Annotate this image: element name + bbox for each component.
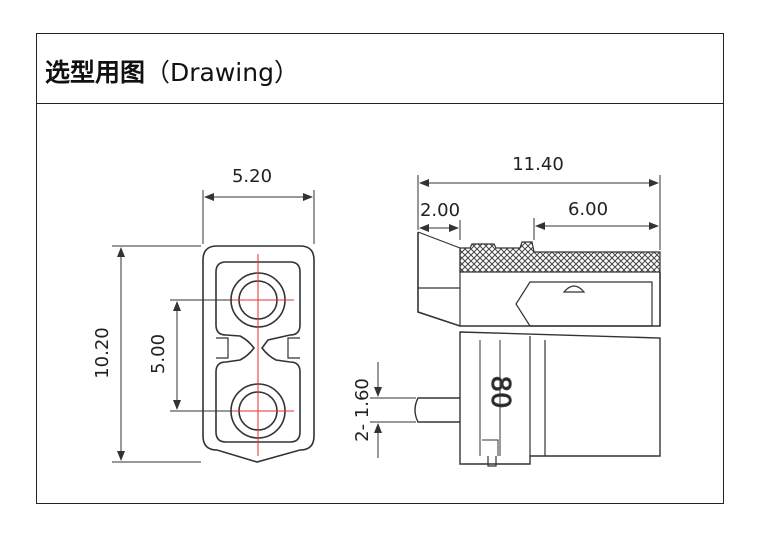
sleeve-dim: 6.00	[568, 199, 608, 220]
side-pin	[414, 397, 460, 423]
pin-pitch-dim: 5.00	[148, 334, 169, 374]
side-length-dim: 11.40	[512, 154, 564, 175]
title-english: （Drawing）	[145, 58, 299, 87]
sleeve-hatch	[459, 241, 661, 273]
flange-dim: 2.00	[420, 200, 460, 221]
front-height-dim: 10.20	[92, 327, 113, 379]
front-width-dim: 5.20	[232, 166, 272, 187]
front-dimensions	[112, 190, 315, 463]
side-dimensions	[370, 175, 661, 458]
side-socket	[515, 281, 653, 327]
pin-diameter-dim: 2- 1.60	[352, 378, 373, 442]
front-cavity-outline	[215, 261, 301, 443]
title-chinese: 选型用图	[45, 58, 146, 87]
front-body-outline	[202, 245, 315, 463]
page-title: 选型用图（Drawing）	[45, 53, 299, 89]
drawing-frame: 选型用图（Drawing）	[36, 33, 724, 504]
side-engraving: 80	[485, 375, 515, 408]
side-view	[414, 231, 661, 467]
front-centerlines	[222, 254, 294, 456]
header-bar: 选型用图（Drawing）	[37, 34, 723, 104]
